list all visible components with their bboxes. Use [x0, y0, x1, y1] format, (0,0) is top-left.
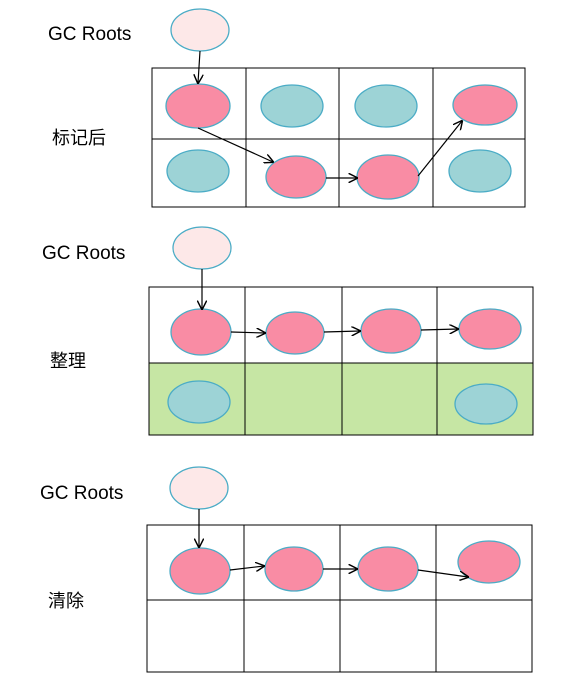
heap-grid [151, 67, 526, 208]
heap-cell [432, 138, 526, 208]
reference-arrow [230, 332, 265, 333]
object-node [265, 311, 325, 355]
panel-compact: GC Roots 整理 [42, 226, 534, 436]
gc-roots-label: GC Roots [40, 483, 123, 504]
reference-arrow [323, 331, 360, 332]
heap-cell [436, 362, 534, 436]
object-node [165, 83, 231, 129]
object-node [357, 546, 419, 592]
stage-label: 清除 [48, 591, 84, 612]
object-node [448, 149, 512, 193]
gc-roots-label: GC Roots [48, 24, 131, 45]
reference-arrow [417, 569, 468, 577]
heap-cell [146, 599, 245, 673]
heap-cell [243, 599, 341, 673]
gc-root-node [172, 226, 232, 270]
stage-label: 标记后 [52, 128, 106, 149]
object-node [170, 308, 232, 356]
object-node [265, 155, 327, 199]
reference-arrow [198, 50, 200, 83]
object-node [454, 383, 518, 425]
object-node [167, 380, 231, 424]
gc-root-node [169, 466, 229, 510]
heap-cell [435, 599, 533, 673]
panel-mark: GC Roots 标记后 [48, 8, 526, 208]
panel-sweep: GC Roots 清除 [40, 466, 533, 673]
stage-label: 整理 [50, 351, 86, 372]
heap-grid [146, 524, 533, 673]
object-node [452, 84, 518, 126]
reference-arrow [420, 329, 458, 330]
reference-arrow [229, 566, 264, 570]
object-node [260, 84, 324, 128]
heap-grid [148, 286, 534, 436]
gc-roots-label: GC Roots [42, 243, 125, 264]
object-node [457, 540, 521, 584]
reference-arrow [417, 121, 462, 177]
reference-arrow [197, 127, 273, 162]
object-node [354, 84, 418, 128]
object-node [264, 546, 324, 592]
heap-cell [339, 599, 437, 673]
object-node [458, 308, 522, 350]
object-node [169, 547, 231, 595]
object-node [360, 308, 422, 354]
gc-root-node [170, 8, 230, 52]
object-node [356, 154, 420, 200]
object-node [166, 149, 230, 193]
